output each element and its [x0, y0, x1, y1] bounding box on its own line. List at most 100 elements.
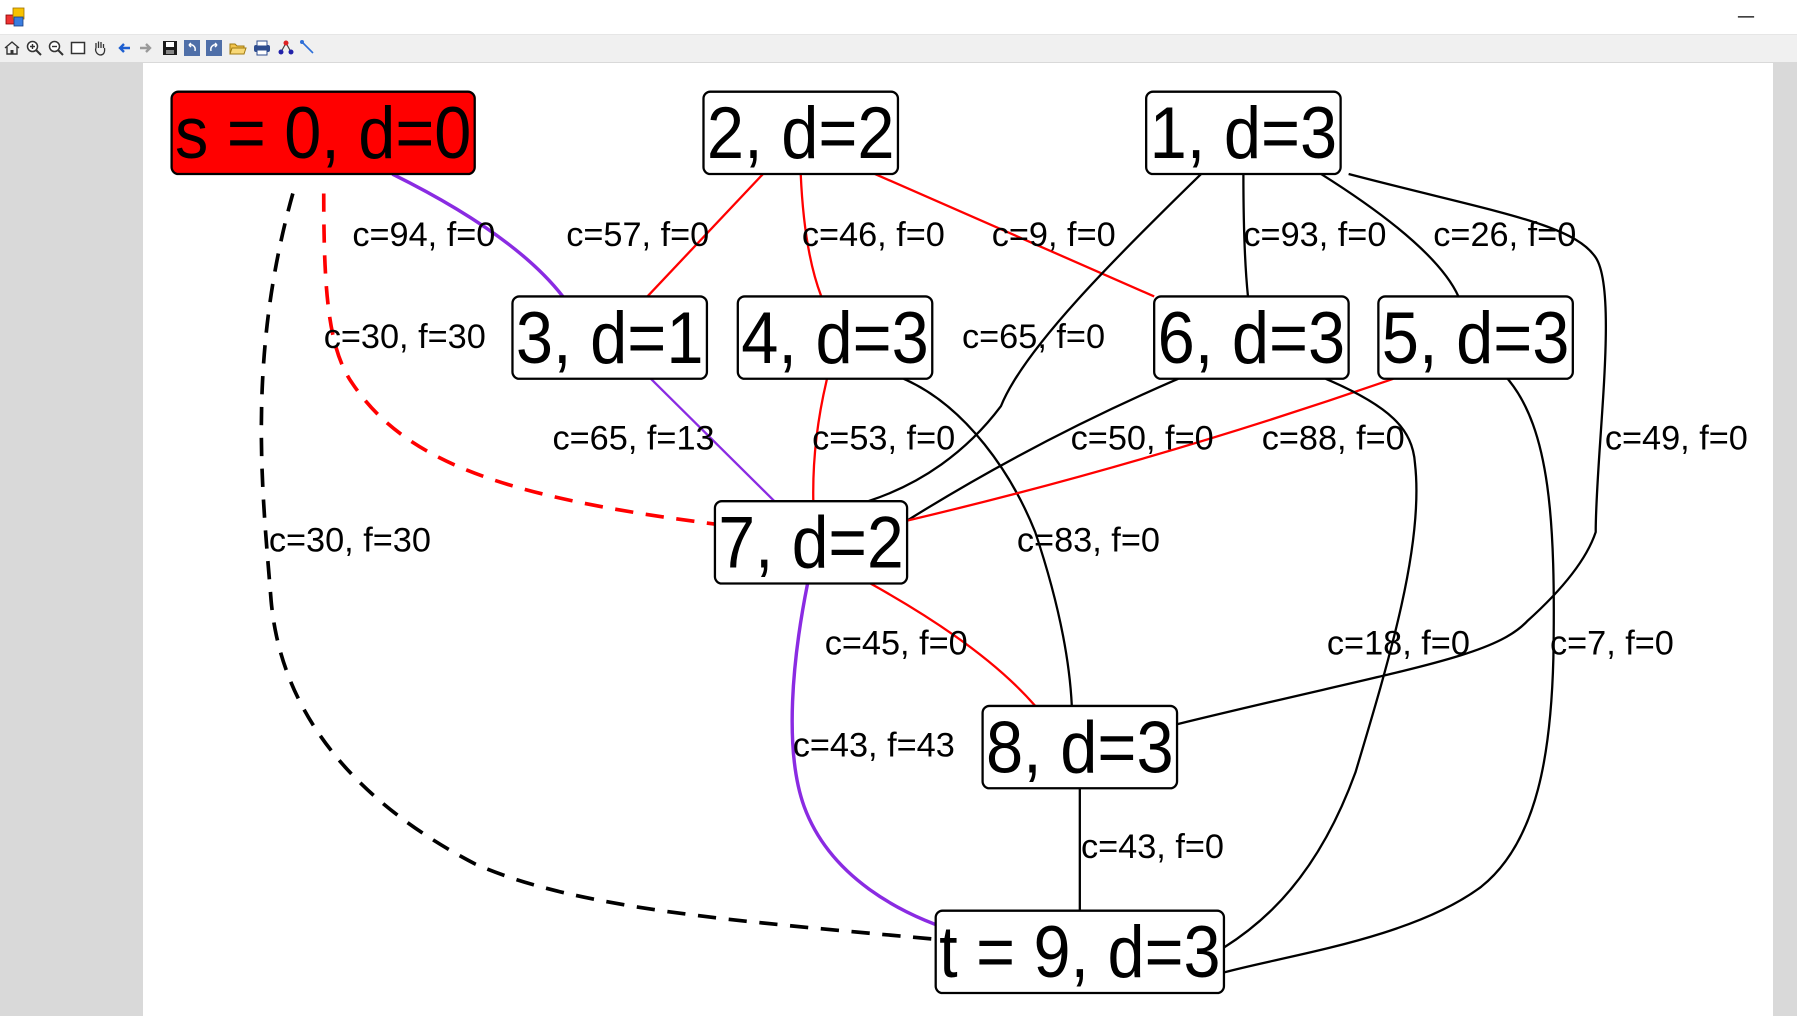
node-t[interactable]: t = 9, d=3	[934, 909, 1226, 995]
node-n4[interactable]: 4, d=3	[736, 295, 934, 380]
save-button[interactable]	[160, 38, 180, 58]
edge-n4-n7[interactable]	[812, 378, 829, 502]
edge-n1-n7[interactable]	[867, 173, 1202, 503]
node-label-n8: 8, d=3	[986, 706, 1174, 788]
edge-label-s-n7: c=30, f=30	[324, 318, 486, 356]
edge-label-n1-n5: c=26, f=0	[1433, 216, 1576, 254]
edge-label-n7-t: c=43, f=43	[793, 726, 955, 764]
edges-layer	[259, 172, 1607, 976]
edge-label-n2-n6: c=9, f=0	[992, 216, 1116, 254]
node-label-n2: 2, d=2	[707, 92, 895, 174]
node-n8[interactable]: 8, d=3	[981, 704, 1179, 790]
pan-button[interactable]	[90, 38, 110, 58]
minimize-button[interactable]: —	[1737, 6, 1755, 27]
graph-canvas[interactable]: c=94, f=0 c=30, f=30 c=30, f=30 c=57, f=0 c=…	[143, 63, 1773, 1016]
edge-n2-n3[interactable]	[646, 173, 764, 298]
edge-n6-n7[interactable]	[906, 377, 1179, 522]
node-label-s: s = 0, d=0	[175, 92, 471, 174]
edge-route-button[interactable]	[298, 38, 318, 58]
pan-hand-icon	[94, 41, 106, 56]
node-box-t	[934, 909, 1226, 995]
node-label-n5: 5, d=3	[1382, 297, 1570, 379]
node-n2[interactable]: 2, d=2	[702, 90, 900, 176]
node-n5[interactable]: 5, d=3	[1377, 295, 1574, 380]
node-box-n4	[736, 295, 934, 380]
undo-icon	[184, 40, 200, 56]
node-box-n2	[702, 90, 900, 176]
edge-label-n3-n7: c=65, f=13	[553, 420, 715, 458]
layout-button[interactable]	[276, 38, 296, 58]
node-label-n1: 1, d=3	[1150, 92, 1338, 174]
node-box-n1	[1145, 90, 1342, 176]
zoom-window-icon	[70, 41, 86, 55]
node-box-n5	[1377, 295, 1574, 380]
edge-label-n8-t: c=43, f=0	[1081, 828, 1224, 866]
node-box-n8	[981, 704, 1179, 790]
edge-label-n1-n8: c=49, f=0	[1605, 420, 1748, 458]
edge-n2-n6[interactable]	[874, 172, 1155, 298]
forward-button[interactable]	[136, 38, 156, 58]
home-button[interactable]	[2, 38, 22, 58]
edge-s-n3[interactable]	[391, 172, 565, 298]
edge-n1-n8[interactable]	[1176, 172, 1607, 726]
nodes-layer: s = 0, d=0 2, d=2 1, d=3 3, d=1 4, d=3 6, d=3…	[170, 90, 1574, 995]
undo-button[interactable]	[182, 38, 202, 58]
zoom-in-icon	[26, 40, 42, 56]
print-button[interactable]	[252, 38, 272, 58]
graph-viewer[interactable]: c=94, f=0 c=30, f=30 c=30, f=30 c=57, f=0 c=…	[143, 63, 1773, 1016]
edge-n3-n7[interactable]	[650, 377, 776, 502]
canvas-area: c=94, f=0 c=30, f=30 c=30, f=30 c=57, f=0 c=…	[0, 63, 1797, 1016]
edge-label-n4-n8: c=83, f=0	[1017, 522, 1160, 560]
edge-s-n7[interactable]	[321, 193, 716, 526]
save-icon	[163, 41, 177, 55]
edge-label-n5-t: c=7, f=0	[1550, 624, 1674, 662]
edge-n7-n8[interactable]	[869, 582, 1037, 707]
edge-n4-n8[interactable]	[903, 377, 1073, 706]
toolbar	[0, 35, 1797, 63]
zoom-in-button[interactable]	[24, 38, 44, 58]
print-icon	[254, 40, 270, 56]
back-button[interactable]	[114, 38, 134, 58]
edge-n6-t[interactable]	[1172, 377, 1418, 976]
edge-label-n1-n7: c=65, f=0	[962, 318, 1105, 356]
edge-n7-t[interactable]	[790, 583, 968, 937]
edge-n2-n4[interactable]	[799, 173, 823, 297]
edge-label-s-t: c=30, f=30	[269, 522, 431, 560]
edge-s-t[interactable]	[259, 192, 936, 942]
edge-n5-t[interactable]	[1223, 378, 1555, 974]
edge-label-n6-t: c=18, f=0	[1327, 624, 1470, 662]
edge-route-icon	[300, 40, 314, 54]
edge-label-n2-n4: c=46, f=0	[802, 216, 945, 254]
edge-n1-n6[interactable]	[1242, 174, 1250, 297]
redo-icon	[206, 40, 222, 56]
app-icon	[5, 7, 25, 27]
zoom-window-button[interactable]	[68, 38, 88, 58]
edge-label-n5-n7: c=88, f=0	[1262, 420, 1405, 458]
edge-labels-layer: c=94, f=0 c=30, f=30 c=30, f=30 c=57, f=0 c=…	[269, 216, 1748, 866]
edge-n1-n5[interactable]	[1320, 173, 1460, 297]
edge-label-n6-n7: c=50, f=0	[1071, 420, 1214, 458]
node-n6[interactable]: 6, d=3	[1153, 295, 1350, 380]
edge-label-n7-n8: c=45, f=0	[825, 624, 968, 662]
edge-label-s-n3: c=94, f=0	[352, 216, 495, 254]
redo-button[interactable]	[204, 38, 224, 58]
edge-label-n2-n3: c=57, f=0	[566, 216, 709, 254]
open-button[interactable]	[228, 38, 248, 58]
title-bar: —	[0, 0, 1797, 35]
open-folder-icon	[229, 43, 247, 55]
node-box-n6	[1153, 295, 1350, 380]
edge-label-n4-n7: c=53, f=0	[812, 420, 955, 458]
node-label-n3: 3, d=1	[516, 297, 704, 379]
node-label-n4: 4, d=3	[741, 297, 929, 379]
node-label-t: t = 9, d=3	[939, 911, 1220, 993]
node-n7[interactable]: 7, d=2	[713, 500, 909, 585]
vertical-scrollbar[interactable]	[1773, 63, 1797, 1016]
node-s[interactable]: s = 0, d=0	[170, 90, 476, 176]
forward-arrow-icon	[140, 43, 152, 53]
edge-n5-n7[interactable]	[906, 377, 1394, 522]
node-label-n6: 6, d=3	[1158, 297, 1346, 379]
zoom-out-button[interactable]	[46, 38, 66, 58]
node-n3[interactable]: 3, d=1	[511, 295, 709, 380]
node-n1[interactable]: 1, d=3	[1145, 90, 1342, 176]
node-box-n3	[511, 295, 709, 380]
